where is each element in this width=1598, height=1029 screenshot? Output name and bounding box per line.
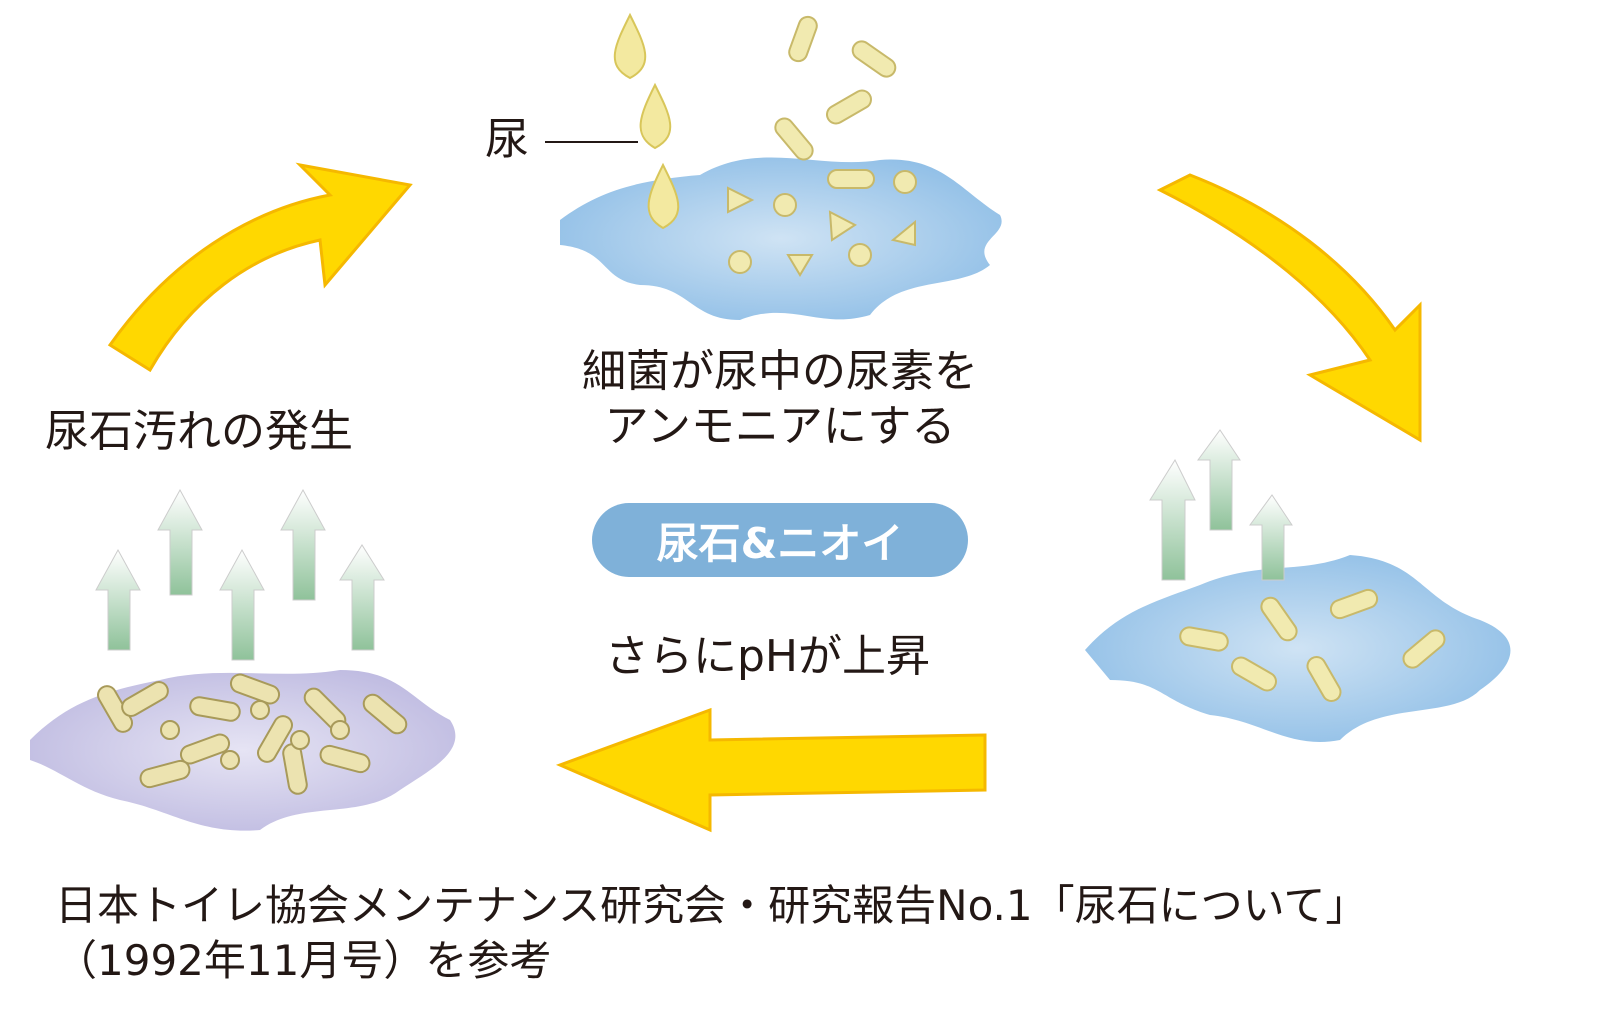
urine-label: 尿 bbox=[485, 114, 529, 165]
step1-text-line1: 細菌が尿中の尿素を bbox=[582, 346, 978, 397]
center-badge: 尿石&ニオイ bbox=[592, 503, 968, 577]
step1-text-line2: アンモニアにする bbox=[604, 401, 956, 452]
left-puddle bbox=[30, 488, 456, 831]
arrow-down-right bbox=[1156, 173, 1422, 443]
arrow-left bbox=[555, 707, 987, 833]
right-puddle bbox=[1085, 429, 1511, 743]
arrow-up-right bbox=[107, 162, 413, 373]
step3-text: 尿石汚れの発生 bbox=[45, 406, 353, 457]
urine-drops bbox=[613, 12, 680, 230]
source-line2: （1992年11月号）を参考 bbox=[55, 936, 552, 985]
source-line1: 日本トイレ協会メンテナンス研究会・研究報告No.1「尿石について」 bbox=[55, 881, 1368, 930]
step2-text: さらにpHが上昇 bbox=[605, 631, 931, 682]
top-puddle bbox=[545, 12, 1002, 320]
